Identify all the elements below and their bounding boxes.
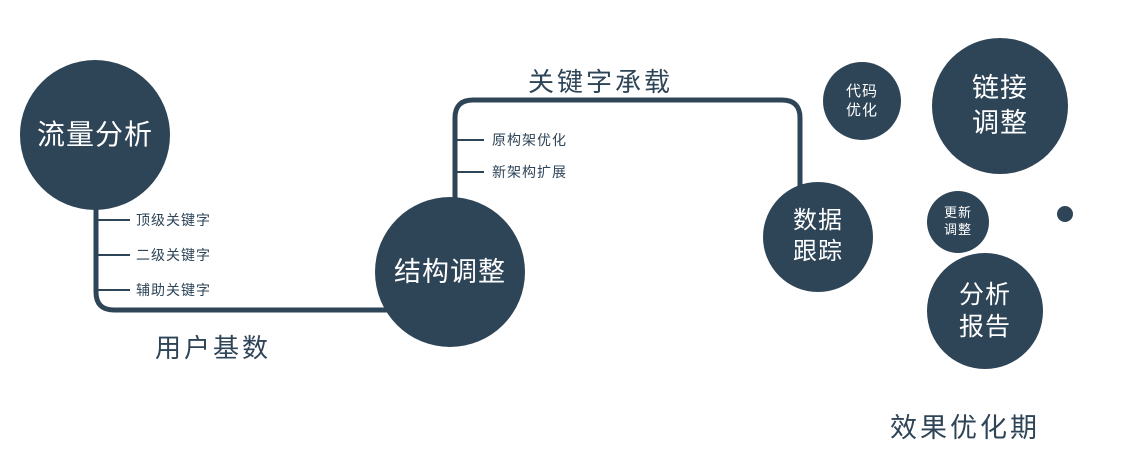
node-data-tracking-label: 数据 跟踪 — [793, 207, 843, 265]
node-link-adjust-label: 链接 调整 — [972, 73, 1028, 138]
small-dot — [1057, 206, 1073, 222]
branch-secondary-keywords: 二级关键字 — [136, 247, 211, 263]
branch-top-keywords: 顶级关键字 — [136, 212, 211, 228]
branch-auxiliary-keywords: 辅助关键字 — [136, 282, 211, 298]
node-data-tracking: 数据 跟踪 — [763, 182, 873, 292]
node-structure-adjust: 结构调整 — [375, 197, 525, 347]
edge-label-user-base: 用户基数 — [155, 333, 272, 363]
node-analysis-report: 分析 报告 — [927, 253, 1043, 369]
footer-effect-optimize-period: 效果优化期 — [890, 413, 1040, 443]
branch-new-arch-expand: 新架构扩展 — [492, 164, 567, 180]
edge-label-keyword-carry: 关键字承载 — [528, 67, 674, 97]
connector-structure-to-tracking — [452, 97, 803, 204]
branch-original-arch-optimize: 原构架优化 — [492, 132, 567, 148]
node-structure-adjust-label: 结构调整 — [394, 256, 506, 287]
node-code-optimize: 代码 优化 — [823, 62, 901, 140]
node-traffic-analysis-label: 流量分析 — [36, 119, 153, 151]
node-traffic-analysis: 流量分析 — [20, 60, 170, 210]
node-analysis-report-label: 分析 报告 — [958, 281, 1011, 341]
node-code-optimize-label: 代码 优化 — [845, 82, 878, 119]
node-update-adjust: 更新 调整 — [927, 191, 989, 253]
node-update-adjust-label: 更新 调整 — [943, 205, 972, 237]
node-link-adjust: 链接 调整 — [932, 38, 1068, 174]
